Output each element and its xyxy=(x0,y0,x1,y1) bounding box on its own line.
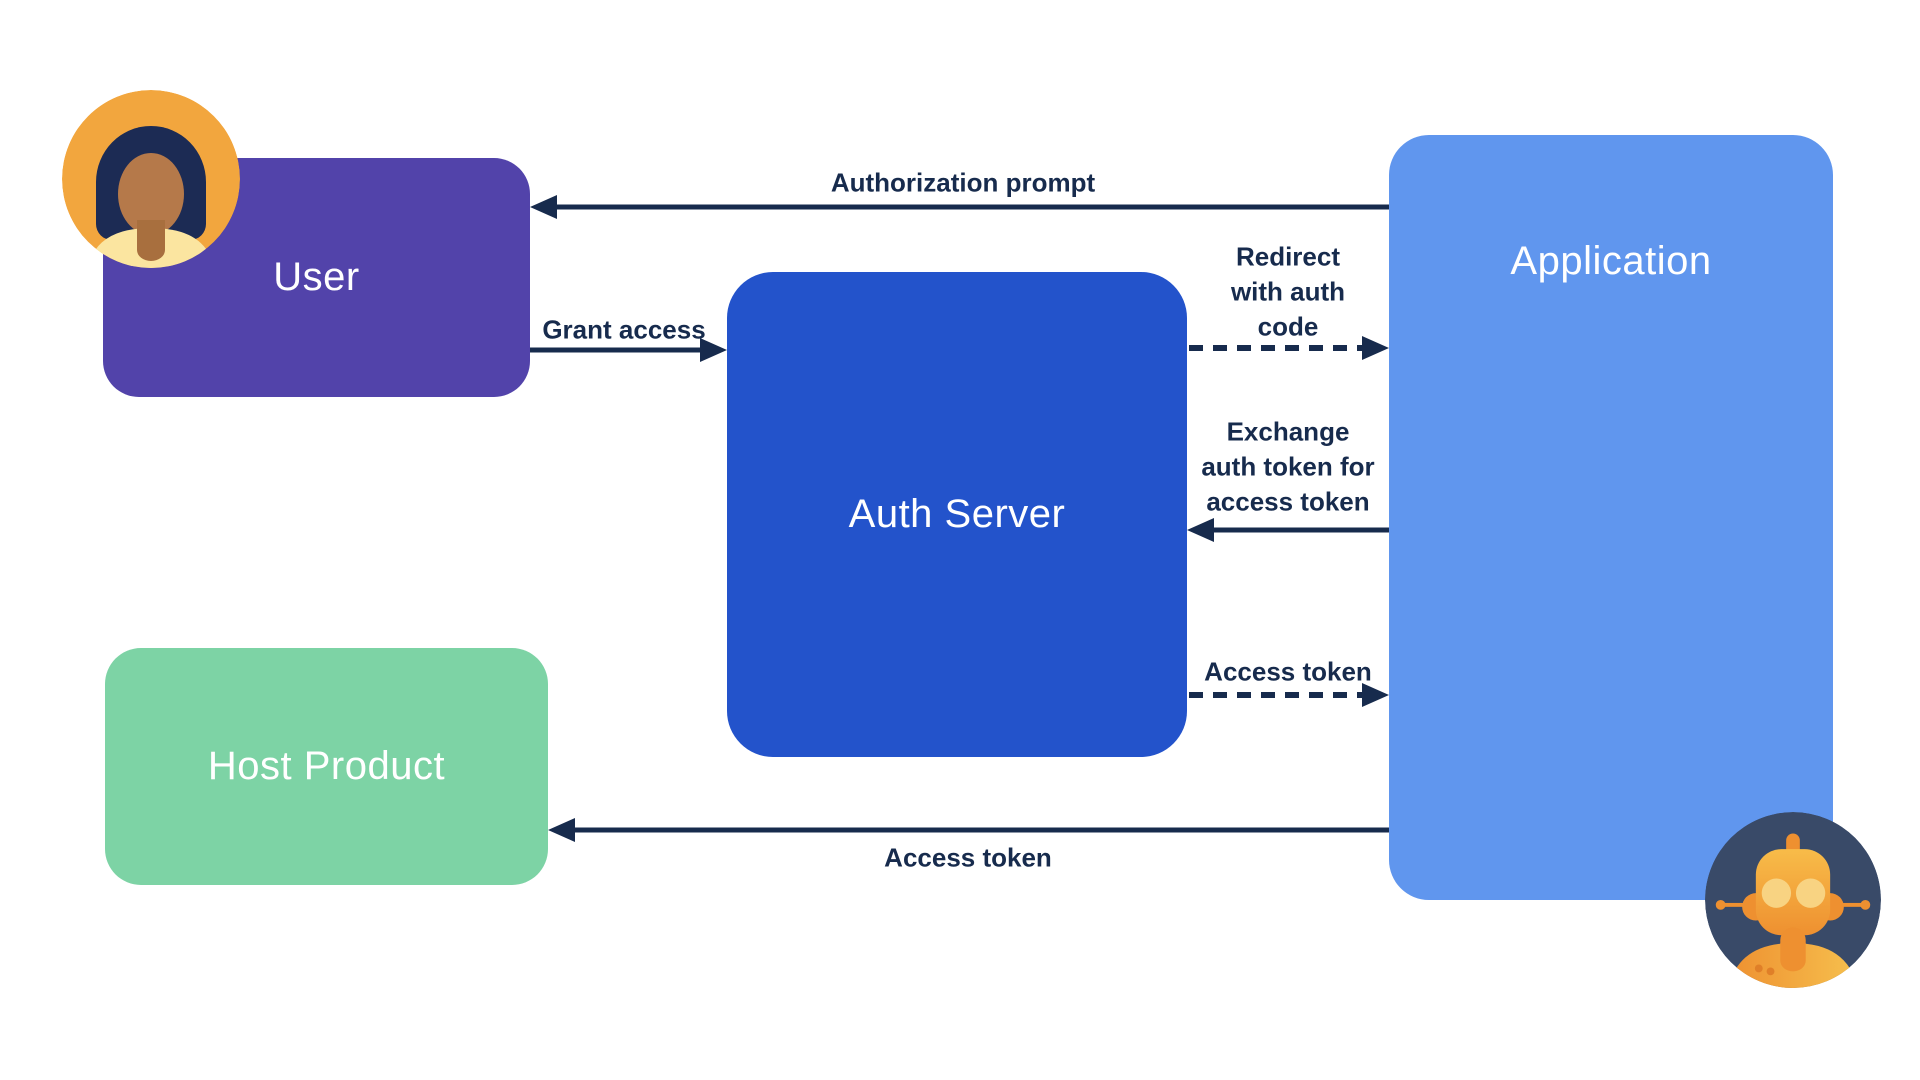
arrowhead-right-icon xyxy=(1362,336,1389,360)
arrowhead-right-icon xyxy=(1362,683,1389,707)
node-application-label: Application xyxy=(1510,239,1712,283)
arrow-authorization-prompt xyxy=(530,195,1389,219)
node-application: Application xyxy=(1389,135,1833,900)
arrow-access-token-dashed xyxy=(1189,683,1389,707)
flow-label-authorization-prompt: Authorization prompt xyxy=(830,167,1096,198)
node-auth-server: Auth Server xyxy=(727,272,1187,757)
flow-label-line: Exchange xyxy=(1226,416,1350,447)
node-host-product-label: Host Product xyxy=(207,744,446,788)
node-auth-server-label: Auth Server xyxy=(848,492,1066,536)
flow-label-line: auth token for xyxy=(1201,451,1375,482)
woman-avatar-icon xyxy=(62,90,240,268)
robot-eye-right xyxy=(1795,878,1826,908)
avatar-neck xyxy=(137,220,165,261)
flow-label-line: with auth xyxy=(1230,276,1346,307)
flow-label-line: code xyxy=(1257,311,1319,342)
arrow-access-token-to-host xyxy=(548,818,1389,842)
robot-neck-shade xyxy=(1780,943,1806,972)
arrow-grant-access xyxy=(530,338,727,362)
flow-label-line: access token xyxy=(1206,486,1370,517)
node-host-product: Host Product xyxy=(105,648,548,885)
arrow-redirect-with-auth-code xyxy=(1189,336,1389,360)
robot-avatar-icon xyxy=(1705,812,1881,988)
robot-body-dot xyxy=(1754,964,1763,973)
avatar-face xyxy=(118,153,184,235)
arrow-exchange-auth-token xyxy=(1187,518,1389,542)
arrowhead-right-icon xyxy=(700,338,727,362)
arrowhead-left-icon xyxy=(530,195,557,219)
flow-label-line: Redirect xyxy=(1235,241,1341,272)
robot-head xyxy=(1755,849,1831,936)
flow-label-grant-access: Grant access xyxy=(542,314,706,345)
node-user-label: User xyxy=(273,255,360,299)
flow-label-access-token-dashed: Access token xyxy=(1204,656,1372,687)
robot-eye-left xyxy=(1761,878,1792,908)
flow-label-redirect-with-auth-code: Redirect with auth code xyxy=(1231,240,1345,345)
flow-label-exchange-auth-token: Exchange auth token for access token xyxy=(1201,415,1374,520)
flow-label-access-token-bottom: Access token xyxy=(884,842,1052,873)
robot-body-dot xyxy=(1766,967,1775,976)
arrowhead-left-icon xyxy=(1187,518,1214,542)
arrowhead-left-icon xyxy=(548,818,575,842)
